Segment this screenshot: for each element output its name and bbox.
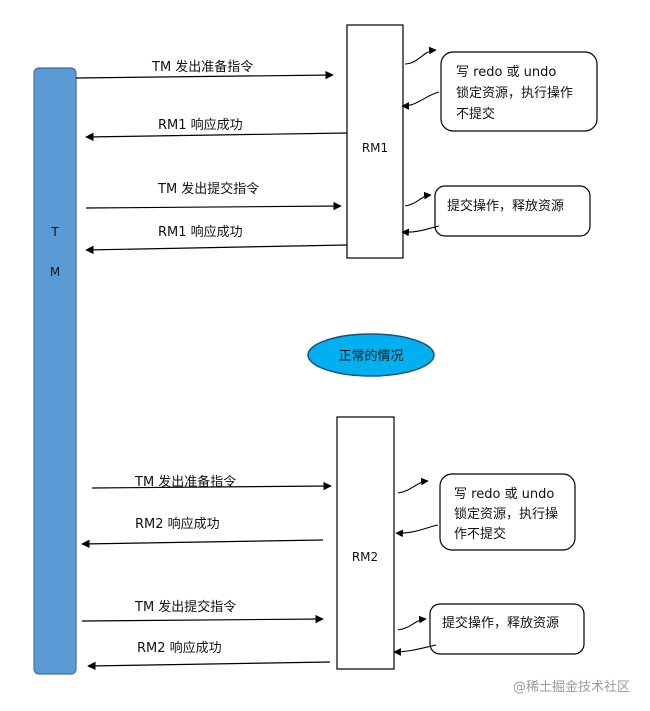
- rm1-prepare-note-line-3: 不提交: [456, 106, 495, 122]
- rm1-commit-arrow: [85, 201, 342, 211]
- commit-note-to-rm2-arrow: [393, 644, 437, 656]
- rm1-prepare-note-line-1: 写 redo 或 undo: [456, 65, 556, 80]
- rm1-to-note-arrow: [404, 46, 437, 65]
- rm2-prepare-note-line-2: 锁定资源，执行操: [454, 506, 558, 522]
- rm1-commit-note: [434, 185, 591, 237]
- rm2-commit-note-text: 提交操作，释放资源: [442, 615, 559, 631]
- rm2-label: RM2: [352, 550, 378, 564]
- rm2-commit-label: TM 发出提交指令: [134, 599, 236, 615]
- rm1-box: [346, 24, 404, 259]
- rm2-commit-note: [429, 603, 585, 655]
- rm1-prepare-note-line-2: 锁定资源，执行操作: [456, 85, 573, 101]
- rm1-prepare-label: TM 发出准备指令: [151, 59, 253, 75]
- note-to-rm1-arrow: [401, 91, 440, 110]
- rm1-commit-response-label: RM1 响应成功: [158, 224, 243, 240]
- rm1-commit-note-text: 提交操作，释放资源: [447, 198, 564, 214]
- tm-label-t: T: [50, 225, 59, 239]
- rm2-prepare-label: TM 发出准备指令: [134, 474, 236, 490]
- rm2-prepare-arrow: [91, 481, 332, 491]
- rm1-prepare-note: [440, 51, 598, 132]
- commit-note-to-rm1-arrow: [401, 225, 440, 237]
- rm1-commit-label: TM 发出提交指令: [157, 181, 259, 197]
- rm2-commit-arrow: [81, 614, 324, 624]
- rm1-prepare-arrow: [75, 70, 334, 80]
- tm-bar: [33, 67, 77, 675]
- rm1-label: RM1: [362, 141, 388, 155]
- rm2-to-note-arrow: [397, 477, 429, 494]
- tm-label-m: M: [50, 265, 60, 279]
- rm1-prepare-response-label: RM1 响应成功: [158, 117, 243, 133]
- rm1-prepare-response-arrow: [85, 132, 348, 142]
- rm2-commit-response-label: RM2 响应成功: [137, 640, 222, 656]
- normal-case-label: 正常的情况: [338, 348, 403, 364]
- rm2-prepare-response-label: RM2 响应成功: [135, 516, 220, 532]
- rm2-box: [336, 416, 395, 670]
- note-to-rm2-arrow: [395, 524, 439, 538]
- rm2-to-commit-note-arrow: [397, 615, 427, 631]
- watermark: @稀土掘金技术社区: [513, 679, 630, 695]
- rm1-to-commit-note-arrow: [404, 191, 432, 207]
- rm2-prepare-response-arrow: [81, 539, 324, 549]
- rm1-commit-response-arrow: [85, 244, 348, 255]
- rm2-prepare-note-line-3: 作不提交: [454, 526, 506, 542]
- rm2-prepare-note-line-1: 写 redo 或 undo: [454, 487, 554, 502]
- rm2-commit-response-arrow: [87, 661, 331, 671]
- rm2-prepare-note: [439, 473, 576, 551]
- normal-case-ellipse: [307, 333, 435, 377]
